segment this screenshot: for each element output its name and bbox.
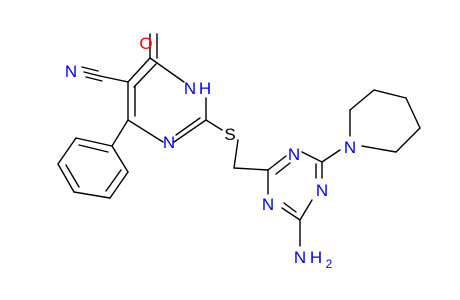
bond-ch2-triazine xyxy=(233,167,269,171)
sulfur-label: S xyxy=(224,125,235,144)
bond-tz-2 xyxy=(301,151,323,163)
bond-c2-s xyxy=(205,119,223,131)
bond-cn-triple-1 xyxy=(83,71,101,77)
bond-pip-5 xyxy=(395,127,421,153)
bond-n3-c2 xyxy=(173,119,207,143)
bond-ph-6 xyxy=(111,145,129,173)
bond-ph-2 xyxy=(57,137,77,165)
triazine-n-right-label: N xyxy=(316,181,328,200)
amino-subscript-label: 2 xyxy=(326,257,333,271)
bond-ph-1 xyxy=(75,137,113,147)
ring-nh-h-label: H xyxy=(199,79,211,98)
bond-c4-phenyl xyxy=(111,119,129,147)
bond-ph-5 xyxy=(109,171,129,199)
bond-pip-3 xyxy=(373,89,407,99)
ring-nh-n-label: N xyxy=(184,79,196,98)
triazine-n-left-label: N xyxy=(262,195,274,214)
bond-pip-4 xyxy=(405,97,421,129)
bond-ph-3-inner xyxy=(65,164,80,188)
bond-c6-c5 xyxy=(127,57,151,83)
bond-ph-1-inner xyxy=(78,144,109,153)
bond-n3-c2-inner xyxy=(175,117,201,136)
bond-c5-cn xyxy=(99,75,129,83)
oxygen-label: O xyxy=(139,34,152,53)
nitrile-n-label: N xyxy=(65,62,77,81)
bond-tz-1 xyxy=(267,155,287,171)
bond-cn-triple-2 xyxy=(85,76,103,82)
piperidine-n-label: N xyxy=(344,138,356,157)
bond-tz-1-inner xyxy=(275,162,291,175)
bond-ph-5-inner xyxy=(105,169,122,192)
bond-ph-3 xyxy=(57,163,75,193)
bond-c4-n3 xyxy=(127,119,164,143)
bond-ph-4 xyxy=(73,191,111,199)
bond-tz-5 xyxy=(281,207,301,221)
atom-labels: O N N H N S N N N N N H 2 xyxy=(65,34,356,271)
bond-c6-c5-double xyxy=(133,63,157,88)
bond-tz-5-inner xyxy=(283,202,297,213)
bonds xyxy=(57,33,421,247)
amino-h-label: H xyxy=(310,248,322,267)
bond-pip-2 xyxy=(349,89,375,111)
bond-s-ch2 xyxy=(233,139,239,169)
ring-n-lower-label: N xyxy=(163,133,175,152)
amino-n-label: N xyxy=(294,248,306,267)
bond-n1-c6 xyxy=(149,57,185,83)
bond-cn-triple-3 xyxy=(81,66,99,72)
bond-pip-6 xyxy=(361,145,397,153)
bond-tz-pip xyxy=(321,149,341,163)
bond-tz-4 xyxy=(299,199,313,221)
triazine-n-top-label: N xyxy=(288,145,300,164)
